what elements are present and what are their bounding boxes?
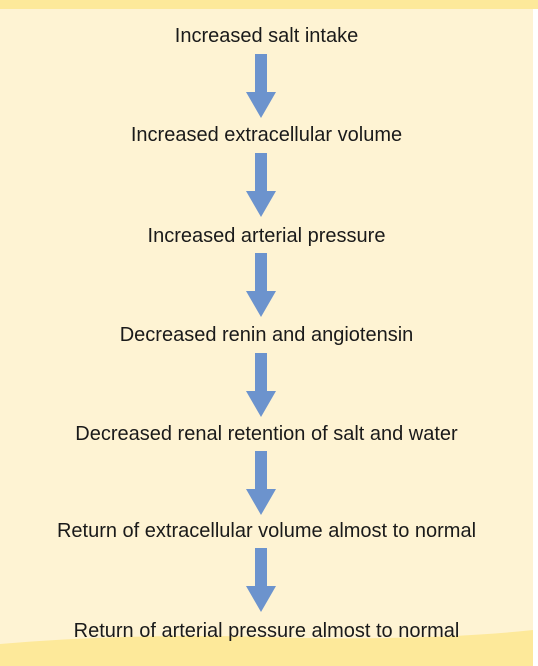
step-6-extracellular-normal: Return of extracellular volume almost to…: [56, 520, 477, 542]
step-7-arterial-normal: Return of arterial pressure almost to no…: [73, 620, 460, 642]
step-4-renin-angiotensin: Decreased renin and angiotensin: [119, 324, 414, 346]
down-arrow-icon: [246, 153, 276, 217]
down-arrow-icon: [246, 353, 276, 417]
step-1-salt-intake: Increased salt intake: [174, 25, 359, 47]
top-band: [0, 0, 538, 9]
step-2-extracellular-volume: Increased extracellular volume: [130, 124, 403, 146]
down-arrow-icon: [246, 253, 276, 317]
right-edge: [533, 9, 538, 666]
step-3-arterial-pressure: Increased arterial pressure: [147, 225, 386, 247]
down-arrow-icon: [246, 451, 276, 515]
step-5-renal-retention: Decreased renal retention of salt and wa…: [75, 423, 458, 445]
bottom-band: [0, 630, 533, 666]
down-arrow-icon: [246, 54, 276, 118]
down-arrow-icon: [246, 548, 276, 612]
